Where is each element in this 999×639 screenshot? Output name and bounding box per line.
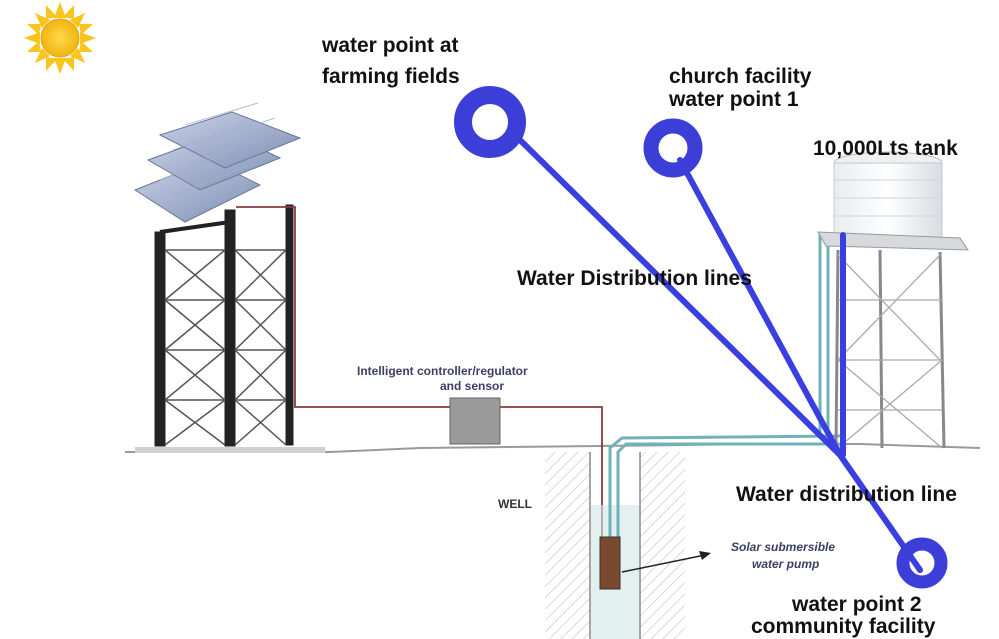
- ring-church: [643, 118, 703, 178]
- label-distribution-line: Water distribution line: [736, 483, 957, 506]
- solar-panel-icon: [133, 102, 302, 223]
- label-well: WELL: [498, 497, 532, 511]
- line-church: [677, 157, 843, 458]
- label-tank: 10,000Lts tank: [813, 137, 958, 160]
- power-cable: [236, 206, 603, 545]
- feed-pipe: [608, 434, 841, 540]
- label-wp2-line1: water point 2: [792, 593, 922, 616]
- ground-line: [125, 443, 981, 453]
- label-farming-line2: farming fields: [322, 65, 460, 88]
- label-church-line2: water point 1: [669, 88, 799, 111]
- label-controller-line2: and sensor: [440, 379, 505, 393]
- pump-arrowhead: [699, 551, 711, 560]
- label-wp2-line2: community facility: [751, 615, 936, 638]
- water-point-ring-icon: [454, 86, 948, 589]
- line-farming: [517, 137, 843, 458]
- well: [545, 452, 685, 639]
- pump-icon: [599, 536, 621, 590]
- sun-icon: [24, 2, 96, 74]
- label-pump-line1: Solar submersible: [731, 540, 836, 554]
- tower-base: [135, 447, 325, 453]
- ring-community: [896, 537, 948, 589]
- label-church-line1: church facility: [669, 65, 812, 88]
- water-tank-icon: [817, 151, 969, 449]
- label-farming-line1: water point at: [322, 34, 459, 57]
- pump-arrow: [621, 554, 706, 573]
- solar-tower: [154, 204, 294, 447]
- label-distribution-lines: Water Distribution lines: [517, 267, 752, 290]
- label-controller-line1: Intelligent controller/regulator: [357, 364, 528, 378]
- controller-box: [449, 397, 501, 445]
- ring-farming: [454, 86, 526, 158]
- label-pump-line2: water pump: [752, 557, 820, 571]
